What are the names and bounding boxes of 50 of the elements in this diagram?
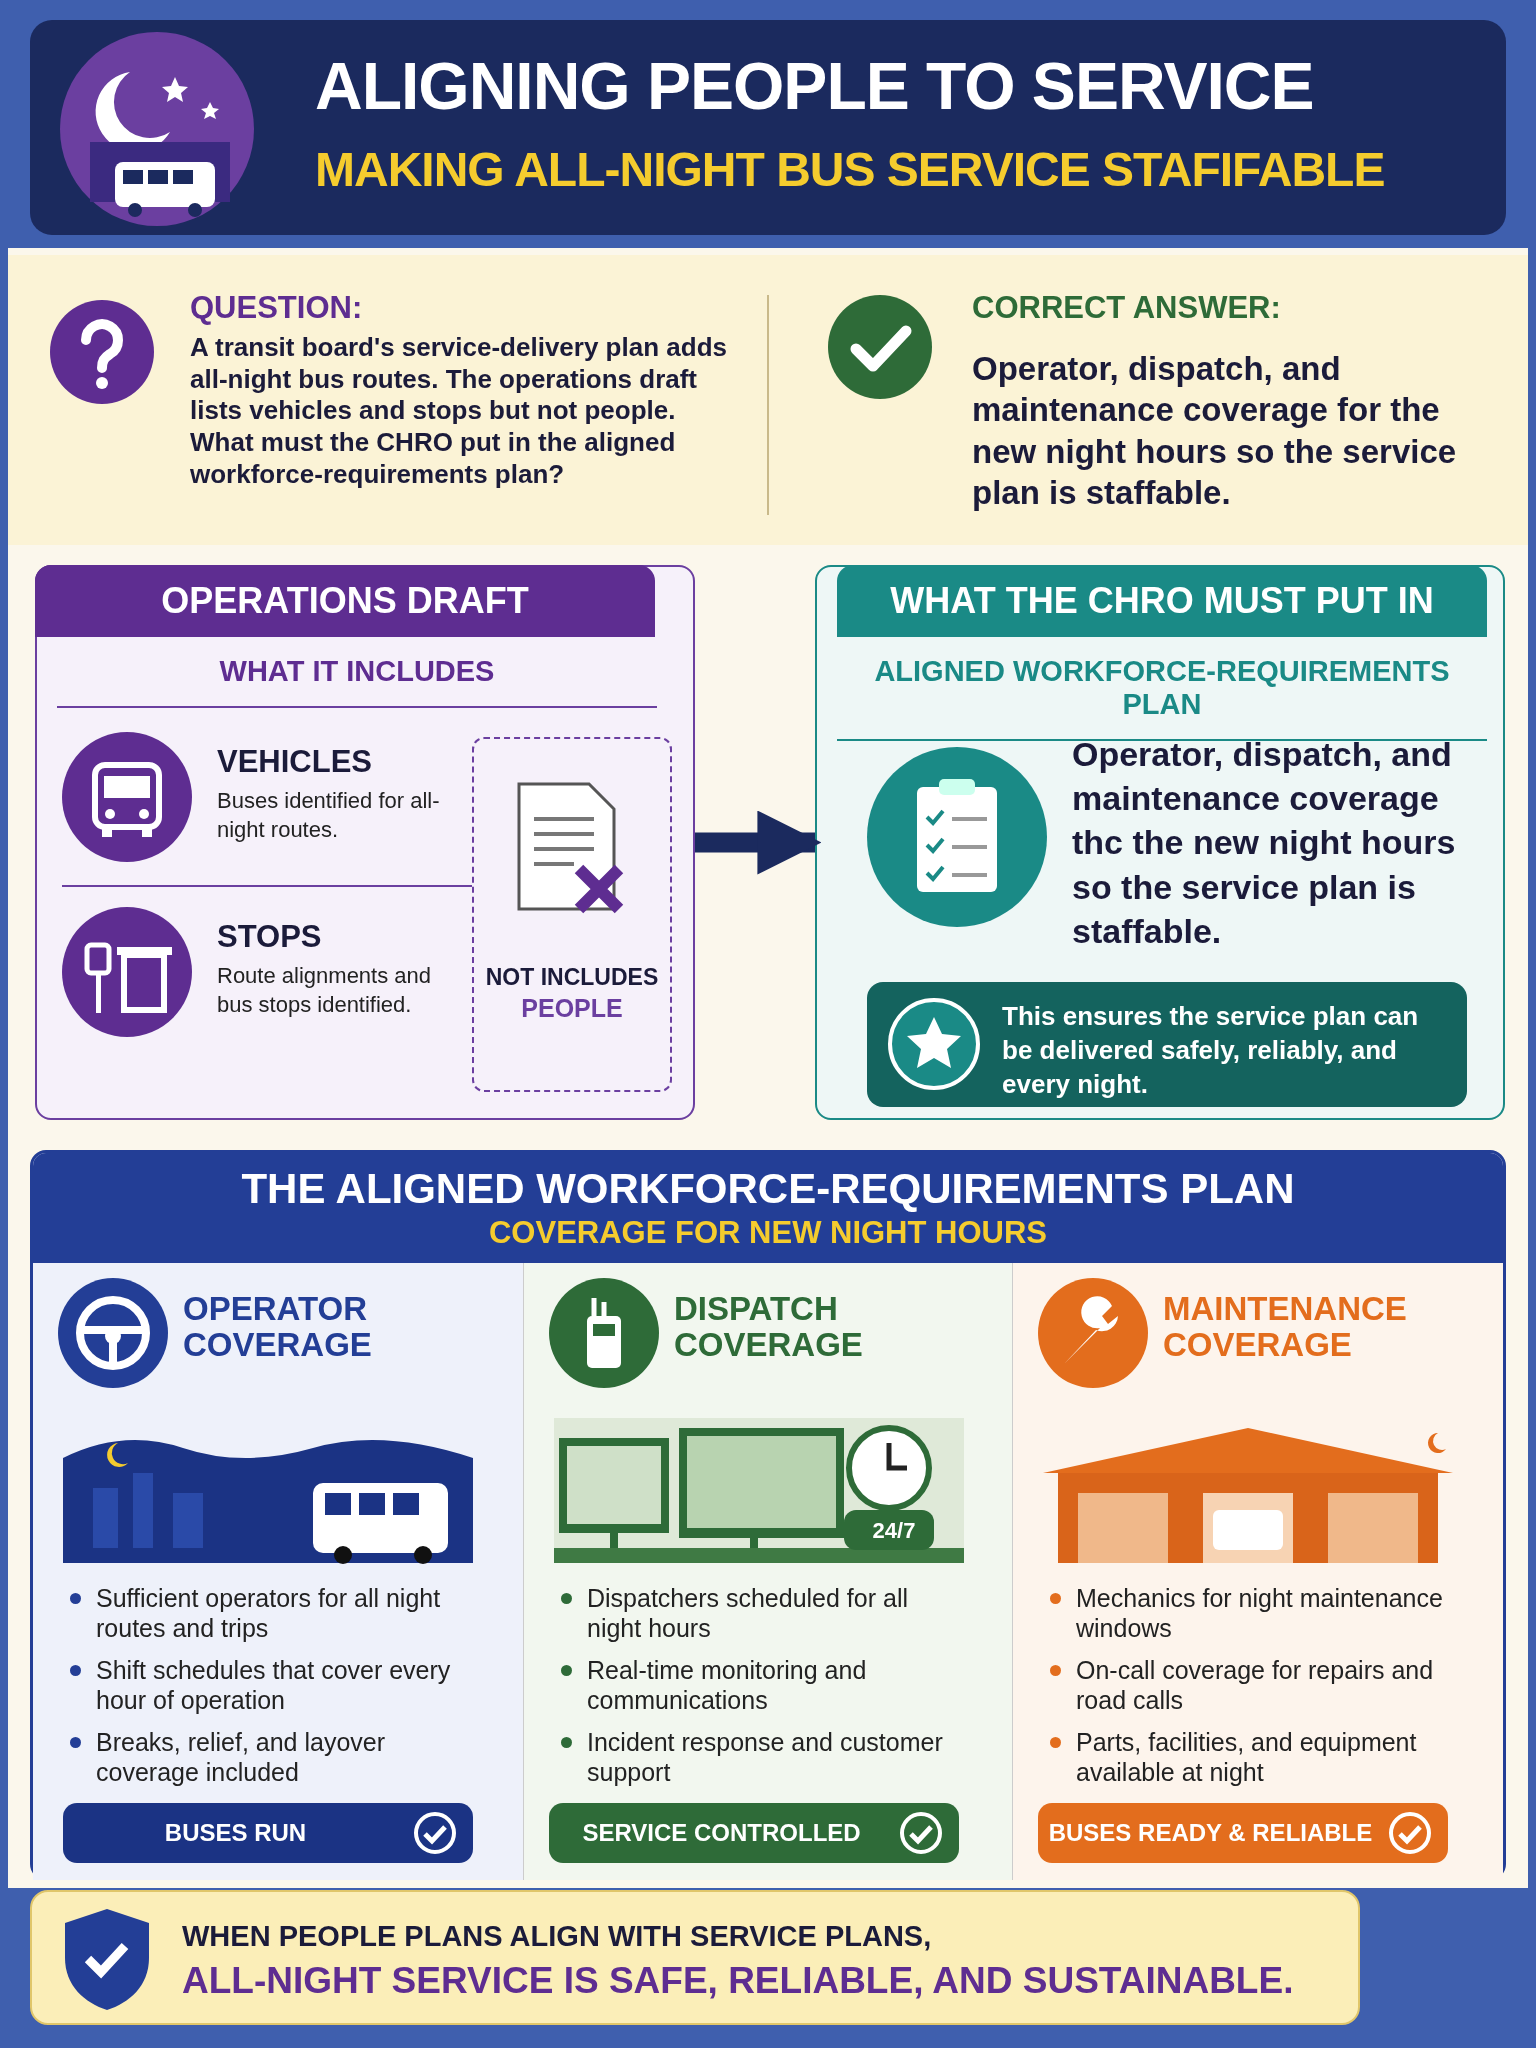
bullet-item: Mechanics for night maintenance windows <box>1048 1583 1448 1643</box>
operator-column <box>33 1263 523 1880</box>
badge-label: SERVICE CONTROLLED <box>581 1819 862 1847</box>
clock-label: 24/7 <box>871 1518 917 1544</box>
dispatch-column <box>523 1263 1013 1880</box>
result-badge <box>1038 1803 1448 1863</box>
item-description: Route alignments and bus stops identified. <box>217 962 433 1019</box>
conclusion-banner <box>30 1890 1360 2025</box>
badge-label: BUSES READY & RELIABLE <box>1047 1819 1374 1847</box>
result-badge <box>549 1803 959 1863</box>
operations-draft-panel <box>35 565 695 1120</box>
section-subheading: COVERAGE FOR NEW NIGHT HOURS <box>488 1215 1048 1251</box>
answer-text: Operator, dispatch, and maintenance coverage for the new night hours so the service plan is staffable. <box>972 349 1458 513</box>
conclusion-emphasis: ALL-NIGHT SERVICE IS SAFE, RELIABLE, AND SUSTAINABLE. <box>182 1960 1295 2002</box>
answer-heading: CORRECT ANSWER: <box>972 290 1282 326</box>
question-text: A transit board's service-delivery plan adds all-night bus routes. The operations draft lists vehicles and stops but not people. What must the CHRO put in the aligned workforce-requirements plan? <box>190 332 728 491</box>
not-included-label: NOT INCLUDES <box>484 964 660 991</box>
panel-header: WHAT THE CHRO MUST PUT IN <box>837 565 1487 637</box>
section-heading: THE ALIGNED WORKFORCE-REQUIREMENTS PLAN <box>240 1165 1296 1213</box>
panel-subheading: ALIGNED WORKFORCE-REQUIREMENTS PLAN <box>837 655 1487 741</box>
not-included-box <box>472 737 672 1092</box>
badge-label: BUSES RUN <box>163 1819 308 1847</box>
result-badge <box>63 1803 473 1863</box>
bullet-item: Real-time monitoring and communications <box>559 1655 959 1715</box>
item-heading: VEHICLES <box>217 744 374 780</box>
bullet-item: Incident response and customer support <box>559 1727 959 1787</box>
item-description: Buses identified for all-night routes. <box>217 787 441 844</box>
bullet-item: Parts, facilities, and equipment available at night <box>1048 1727 1448 1787</box>
assurance-box <box>867 982 1467 1107</box>
bullet-item: Shift schedules that cover every hour of operation <box>68 1655 468 1715</box>
panel-header: OPERATIONS DRAFT <box>35 565 655 637</box>
assurance-text: This ensures the service plan can be delivered safely, reliably, and every night. <box>1002 1000 1420 1101</box>
panel-subheading: WHAT IT INCLUDES <box>57 655 657 708</box>
requirements-panel <box>815 565 1505 1120</box>
maintenance-column <box>1013 1263 1503 1880</box>
bullet-item: On-call coverage for repairs and road calls <box>1048 1655 1448 1715</box>
question-heading: QUESTION: <box>190 290 364 326</box>
conclusion-text: WHEN PEOPLE PLANS ALIGN WITH SERVICE PLANS, <box>182 1920 933 1953</box>
bullet-item: Breaks, relief, and layover coverage included <box>68 1727 468 1787</box>
column-heading: DISPATCH COVERAGE <box>674 1291 864 1364</box>
not-included-item: PEOPLE <box>520 994 624 1023</box>
bullet-item: Sufficient operators for all night routes and trips <box>68 1583 468 1643</box>
workforce-plan-section <box>30 1150 1506 1880</box>
item-heading: STOPS <box>217 919 323 955</box>
arrow <box>695 810 822 875</box>
subtitle: MAKING ALL-NIGHT BUS SERVICE STAFIFABLE <box>315 142 1386 197</box>
bullet-item: Dispatchers scheduled for all night hours <box>559 1583 959 1643</box>
column-heading: OPERATOR COVERAGE <box>183 1291 373 1364</box>
column-heading: MAINTENANCE COVERAGE <box>1163 1291 1408 1364</box>
title: ALIGNING PEOPLE TO SERVICE <box>315 48 1315 124</box>
